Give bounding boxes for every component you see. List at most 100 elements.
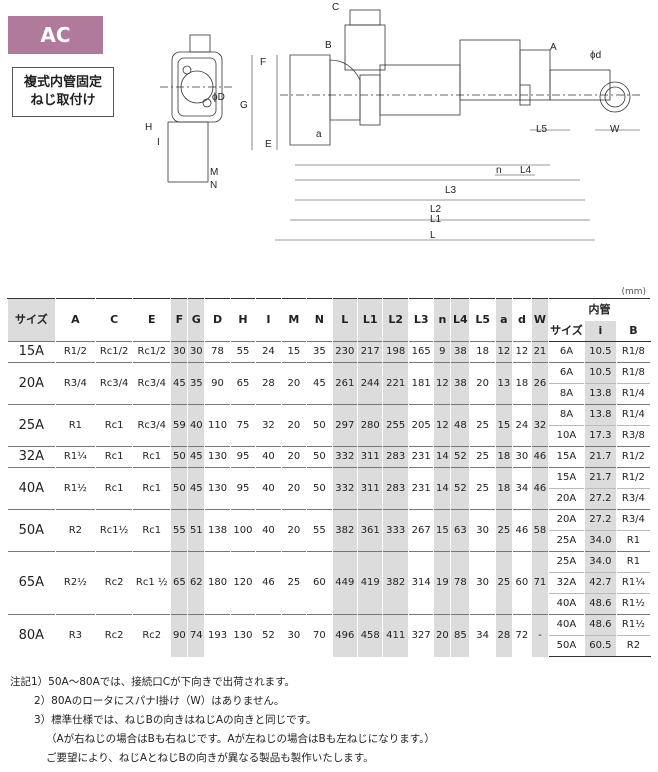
cell-n: 12 bbox=[433, 404, 452, 447]
row-size: 15A bbox=[7, 341, 56, 363]
cell-m: 20 bbox=[280, 362, 308, 405]
cell-l3: 314 bbox=[407, 551, 435, 615]
cell-h: 75 bbox=[229, 404, 257, 447]
cell-a: R2½ bbox=[54, 551, 97, 615]
cell-d: 12 bbox=[511, 341, 532, 363]
cell-inner-size: 20A bbox=[547, 509, 585, 531]
cell-f: 50 bbox=[170, 446, 189, 468]
cell-inner-i: 27.2 bbox=[583, 488, 617, 510]
cell-l2: 283 bbox=[382, 446, 409, 468]
cell-g: 40 bbox=[187, 404, 206, 447]
header-f: F bbox=[170, 298, 189, 342]
cell-inner-b: R1/8 bbox=[615, 362, 652, 384]
label-n: N bbox=[210, 180, 217, 191]
note-3b: ご要望により、ねじAとねじBの向きが異なる製品も製作いたします。 bbox=[46, 752, 374, 764]
cell-n: 35 bbox=[306, 341, 333, 363]
cell-inner-size: 8A bbox=[547, 404, 585, 426]
cell-a: 25 bbox=[494, 509, 513, 552]
mounting-type-line1: 複式内管固定 bbox=[23, 75, 102, 90]
header-d: D bbox=[204, 298, 231, 342]
header-l4: L4 bbox=[450, 298, 471, 342]
label-l4: L4 bbox=[520, 165, 532, 176]
cell-n: 19 bbox=[433, 551, 452, 615]
cell-a: 15 bbox=[494, 404, 513, 447]
cell-w: - bbox=[530, 614, 549, 657]
technical-drawing: C A B F G H I ϕD ϕd E a M N n L5 L4 L3 L… bbox=[145, 2, 640, 241]
cell-c: Rc1 bbox=[95, 446, 134, 468]
cell-f: 30 bbox=[170, 341, 189, 363]
cell-l2: 283 bbox=[382, 467, 409, 510]
cell-l1: 419 bbox=[357, 551, 384, 615]
cell-m: 15 bbox=[280, 341, 308, 363]
cell-inner-b: R1¼ bbox=[615, 572, 652, 594]
cell-inner-i: 13.8 bbox=[583, 383, 617, 405]
row-size: 65A bbox=[7, 551, 56, 615]
cell-l5: 30 bbox=[469, 551, 496, 615]
cell-h: 95 bbox=[229, 446, 257, 468]
cell-l1: 244 bbox=[357, 362, 384, 405]
cell-n: 12 bbox=[433, 362, 452, 405]
cell-l2: 411 bbox=[382, 614, 409, 657]
cell-m: 20 bbox=[280, 404, 308, 447]
cell-inner-b: R3/4 bbox=[615, 488, 652, 510]
cell-inner-i: 48.6 bbox=[583, 593, 617, 615]
cell-inner-b: R2 bbox=[615, 635, 652, 657]
cell-d: 110 bbox=[204, 404, 231, 447]
cell-i: 40 bbox=[255, 509, 282, 552]
cell-l5: 34 bbox=[469, 614, 496, 657]
cell-h: 55 bbox=[229, 341, 257, 363]
header-inner-b: B bbox=[615, 321, 652, 342]
cell-inner-i: 21.7 bbox=[583, 467, 617, 489]
cell-inner-i: 17.3 bbox=[583, 425, 617, 447]
header-l5: L5 bbox=[469, 298, 496, 342]
cell-w: 32 bbox=[530, 404, 549, 447]
cell-l4: 38 bbox=[450, 362, 471, 405]
cell-e: Rc2 bbox=[132, 614, 172, 657]
cell-l4: 48 bbox=[450, 404, 471, 447]
cell-m: 25 bbox=[280, 551, 308, 615]
cell-e: Rc1 bbox=[132, 467, 172, 510]
label-i: I bbox=[157, 137, 160, 148]
cell-a: R2 bbox=[54, 509, 97, 552]
cell-d: 46 bbox=[511, 509, 532, 552]
cell-l3: 267 bbox=[407, 509, 435, 552]
cell-n: 50 bbox=[306, 467, 333, 510]
cell-l2: 255 bbox=[382, 404, 409, 447]
label-l: L bbox=[430, 230, 436, 241]
cell-n: 55 bbox=[306, 509, 333, 552]
header-g: G bbox=[187, 298, 206, 342]
header-w: W bbox=[530, 298, 549, 342]
cell-l3: 165 bbox=[407, 341, 435, 363]
label-l5: L5 bbox=[536, 124, 548, 135]
cell-g: 74 bbox=[187, 614, 206, 657]
row-size: 32A bbox=[7, 446, 56, 468]
cell-d: 30 bbox=[511, 446, 532, 468]
note-2: 2）80AのロータにスパナI掛け（W）はありません。 bbox=[34, 695, 285, 707]
cell-n: 50 bbox=[306, 446, 333, 468]
cell-d: 130 bbox=[204, 467, 231, 510]
header-a: A bbox=[54, 298, 97, 342]
cell-h: 120 bbox=[229, 551, 257, 615]
cell-i: 40 bbox=[255, 446, 282, 468]
cell-h: 100 bbox=[229, 509, 257, 552]
header-d: d bbox=[511, 298, 532, 342]
cell-inner-b: R1½ bbox=[615, 593, 652, 615]
header-e: E bbox=[132, 298, 172, 342]
cell-l: 496 bbox=[331, 614, 359, 657]
cell-inner-size: 25A bbox=[547, 551, 585, 573]
label-g: G bbox=[240, 100, 248, 111]
cell-l: 449 bbox=[331, 551, 359, 615]
cell-e: Rc1 ½ bbox=[132, 551, 172, 615]
cell-l1: 361 bbox=[357, 509, 384, 552]
cell-w: 71 bbox=[530, 551, 549, 615]
unit-label: (mm) bbox=[621, 287, 646, 297]
cell-inner-size: 40A bbox=[547, 614, 585, 636]
cell-a: 18 bbox=[494, 446, 513, 468]
cell-e: Rc1/2 bbox=[132, 341, 172, 363]
cell-l3: 181 bbox=[407, 362, 435, 405]
cell-d: 72 bbox=[511, 614, 532, 657]
cell-inner-i: 34.0 bbox=[583, 530, 617, 552]
